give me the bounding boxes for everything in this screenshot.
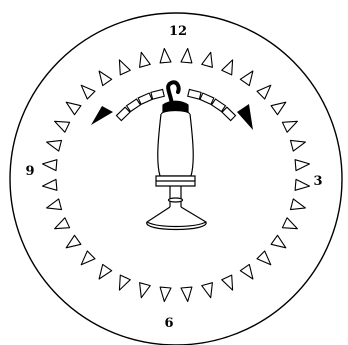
triangle-marker: [291, 140, 306, 151]
triangle-marker: [81, 85, 95, 99]
triangle-marker: [160, 49, 171, 63]
triangle-marker: [119, 275, 130, 290]
left-arrow: [91, 89, 164, 125]
triangle-marker: [99, 71, 112, 86]
triangle-marker: [140, 52, 151, 67]
triangle-marker: [271, 102, 286, 115]
lamp-stem-ring: [169, 198, 183, 202]
triangle-marker: [240, 264, 253, 279]
arc-dash: [200, 93, 214, 104]
triangle-marker: [140, 283, 151, 298]
left-arrowhead-icon: [91, 106, 113, 125]
triangle-marker: [271, 235, 286, 248]
triangle-marker: [160, 287, 171, 301]
triangle-marker: [291, 199, 306, 210]
numeral-9: 9: [25, 164, 34, 179]
triangle-marker: [81, 251, 95, 265]
arc-dash: [127, 99, 141, 112]
triangle-marker: [119, 60, 130, 75]
lamp-body: [158, 114, 193, 176]
right-arrowhead-icon: [237, 104, 253, 130]
triangle-marker: [181, 287, 192, 301]
arc-dash: [151, 89, 164, 99]
triangle-marker: [257, 251, 271, 265]
triangle-marker: [47, 199, 62, 210]
right-arc-dashes: [188, 89, 236, 120]
triangle-marker: [99, 264, 112, 279]
triangle-marker: [66, 235, 81, 248]
triangle-marker: [282, 218, 297, 229]
numeral-12: 12: [169, 24, 187, 39]
triangle-marker: [43, 179, 57, 190]
numeral-6: 6: [164, 316, 173, 331]
arc-dash: [138, 93, 152, 104]
triangle-marker: [295, 179, 309, 190]
triangle-marker: [43, 160, 57, 171]
triangle-marker: [202, 283, 213, 298]
triangle-marker: [202, 52, 213, 67]
triangle-marker: [55, 218, 70, 229]
arc-dash: [222, 107, 235, 120]
arc-dash: [188, 89, 201, 99]
triangle-marker: [222, 60, 233, 75]
triangle-marker: [295, 160, 309, 171]
triangle-marker: [55, 121, 70, 132]
triangle-marker: [222, 275, 233, 290]
triangle-marker: [240, 71, 253, 86]
triangle-marker: [181, 49, 192, 63]
triangle-marker: [47, 140, 62, 151]
triangle-marker: [282, 121, 297, 132]
lamp-stem: [170, 186, 181, 207]
arc-dash: [116, 107, 129, 120]
left-arc-dashes: [116, 89, 164, 120]
triangle-marker: [66, 102, 81, 115]
right-arrow: [188, 89, 253, 130]
lamp-icon: [147, 82, 206, 229]
arc-dash: [212, 99, 226, 112]
numeral-3: 3: [313, 174, 322, 189]
triangle-marker: [257, 85, 271, 99]
